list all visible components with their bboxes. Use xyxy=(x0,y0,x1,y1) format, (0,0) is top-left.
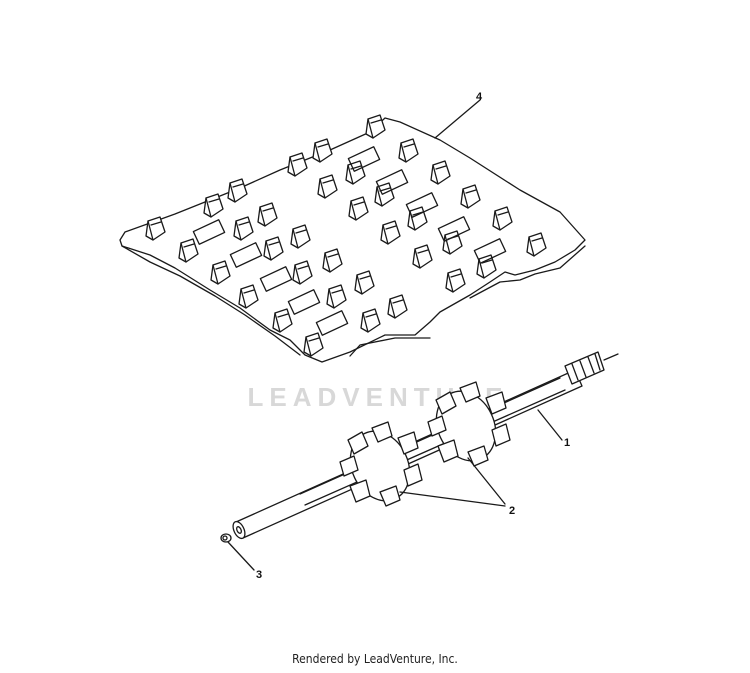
track-lug-face xyxy=(319,178,334,199)
track-edge xyxy=(121,245,586,357)
track-lug-face xyxy=(229,182,244,203)
sprocket-tooth xyxy=(491,423,511,447)
track-lug-face xyxy=(294,264,309,285)
track-lug-face xyxy=(350,200,365,221)
track-lug-face xyxy=(362,312,377,333)
leader-line-2a xyxy=(399,491,506,507)
track-lug-face xyxy=(494,210,509,231)
track-lug-face xyxy=(324,252,339,273)
track-window xyxy=(259,266,293,292)
track-lug-face xyxy=(400,142,415,163)
shaft-end-hole xyxy=(236,526,242,534)
track-outline xyxy=(119,117,586,363)
shaft-centerline xyxy=(603,353,619,361)
leader-line-1 xyxy=(537,409,563,441)
track-lug-face xyxy=(212,264,227,285)
track-lug-face xyxy=(147,220,162,241)
track-window xyxy=(347,146,381,172)
callout-1: 1 xyxy=(564,437,570,449)
track-lug-face xyxy=(382,224,397,245)
drive-shaft: 1 xyxy=(232,351,619,540)
sprocket-tooth xyxy=(347,431,369,455)
track-lug-face xyxy=(414,248,429,269)
track-window xyxy=(405,192,439,218)
sprocket-left xyxy=(339,421,423,507)
sprocket-tooth xyxy=(467,445,489,467)
end-fitting: 3 xyxy=(220,533,262,581)
sprocket-tooth xyxy=(403,463,423,487)
leader-line-4 xyxy=(434,99,481,139)
shaft-spline xyxy=(564,351,605,385)
sprocket-tooth xyxy=(371,421,393,443)
track-lug-face xyxy=(235,220,250,241)
leader-line-3 xyxy=(227,541,255,571)
track-lug-face xyxy=(180,242,195,263)
fitting-inner xyxy=(222,535,228,541)
track-part: 4 xyxy=(119,91,586,363)
sprocket-tooth xyxy=(459,381,481,403)
track-lug-face xyxy=(462,188,477,209)
track-window xyxy=(192,219,226,245)
track-lug-face xyxy=(305,336,320,357)
track-window xyxy=(437,216,471,242)
track-lug-face xyxy=(240,288,255,309)
footer-credit: Rendered by LeadVenture, Inc. xyxy=(292,652,458,666)
track-lug-face xyxy=(432,164,447,185)
track-lug-face xyxy=(265,240,280,261)
track-lug-face xyxy=(292,228,307,249)
track-window xyxy=(229,242,263,268)
sprocket-tooth xyxy=(339,455,359,477)
sprocket-right xyxy=(427,381,511,467)
track-lug-face xyxy=(528,236,543,257)
sprocket-tooth xyxy=(397,431,419,455)
track-lug-face xyxy=(205,197,220,218)
track-lug-face xyxy=(367,118,382,139)
track-windows xyxy=(192,146,507,336)
sprocket-tooth xyxy=(435,391,457,415)
sprocket-tooth xyxy=(379,485,401,507)
sprocket-tooth xyxy=(427,415,447,437)
track-lug-face xyxy=(447,272,462,293)
track-lug-face xyxy=(274,312,289,333)
leader-line-2b xyxy=(467,457,506,505)
sprocket-tooth xyxy=(349,479,371,503)
callout-4: 4 xyxy=(476,91,483,103)
track-lugs xyxy=(145,114,547,357)
track-window xyxy=(315,310,349,336)
track-lug-face xyxy=(389,298,404,319)
track-window xyxy=(473,238,507,264)
track-lug-face xyxy=(376,186,391,207)
track-window xyxy=(287,289,321,315)
callout-3: 3 xyxy=(256,569,262,581)
sprocket-tooth xyxy=(437,439,459,463)
sprocket-tooth xyxy=(485,391,507,415)
track-lug-face xyxy=(328,288,343,309)
track-window xyxy=(375,169,409,195)
track-lug-face xyxy=(356,274,371,295)
drive-sprockets: 2 xyxy=(339,381,515,517)
shaft-end-face xyxy=(232,520,246,540)
track-lug-face xyxy=(259,206,274,227)
track-lug-face xyxy=(314,142,329,163)
shaft-spline-lines xyxy=(571,353,601,381)
callout-2: 2 xyxy=(509,505,515,517)
track-lug-face xyxy=(289,156,304,177)
